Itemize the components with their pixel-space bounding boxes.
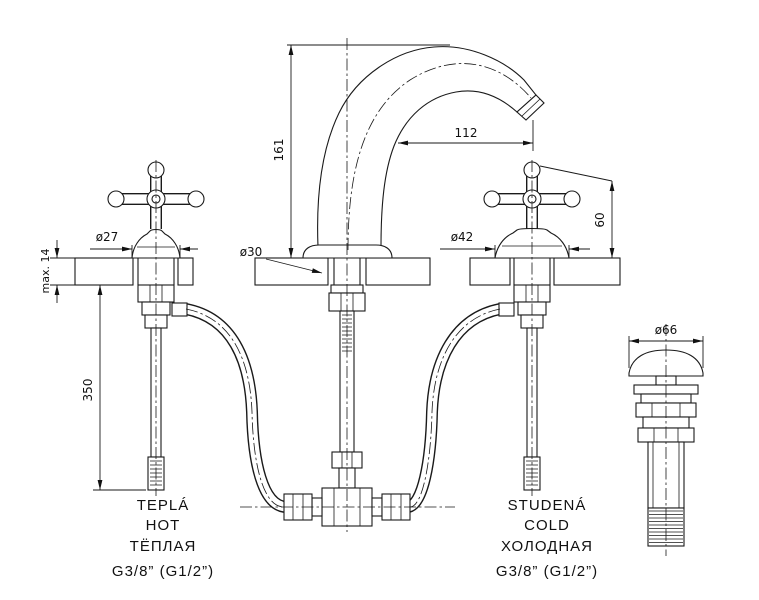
product-labels: TEPLÁ HOT ТЁПЛАЯ G3/8” (G1/2”) STUDENÁ C… (112, 497, 598, 580)
cold-label-ru: ХОЛОДНАЯ (501, 538, 593, 555)
dim-60-extension-top (539, 165, 613, 182)
drain-cap (628, 349, 704, 377)
spout-curve-centerline (347, 63, 532, 251)
dim-spout-height: 161 (272, 139, 286, 162)
drain-body-walls (652, 442, 680, 508)
mounting-nut-facets (340, 293, 354, 311)
spout-body (317, 46, 537, 248)
deck-piece (553, 257, 621, 286)
lower-nut-facets (341, 452, 353, 468)
cold-handle (483, 161, 581, 259)
hot-thread-label: G3/8” (G1/2”) (112, 563, 214, 580)
dim-cold-escutcheon-dia: ø42 (451, 230, 474, 244)
dim-supply-length: 350 (81, 379, 95, 402)
hot-label-ru: ТЁПЛАЯ (130, 538, 197, 555)
countertop-section (74, 257, 621, 286)
hot-handle-ball-right (187, 190, 205, 208)
cold-pipe-centerline (409, 308, 501, 508)
hot-pipe-centerline (185, 308, 285, 508)
deck-piece (469, 257, 511, 286)
cold-valve-outlet (498, 302, 515, 317)
hot-valve (137, 284, 188, 491)
spout-base-flange (302, 244, 393, 259)
deck-piece (74, 257, 134, 286)
centerlines (155, 38, 667, 556)
cold-label-en: COLD (524, 517, 570, 534)
cold-thread-label: G3/8” (G1/2”) (496, 563, 598, 580)
hot-valve-nut-facets (149, 285, 163, 302)
cold-label-cs: STUDENÁ (508, 497, 587, 514)
hot-valve-outlet (171, 302, 188, 317)
spout (302, 46, 545, 259)
dim-hot-escutcheon-dia: ø27 (96, 230, 119, 244)
cold-handle-ball-right (563, 190, 581, 208)
aerator-face-line (521, 98, 541, 117)
drain-nut-2-facets (653, 428, 679, 442)
dimensions: 161 112 ø27 ø42 60 max. 14 350 (39, 44, 704, 491)
cold-handle-ball-left (483, 190, 501, 208)
dim-30-leader (265, 258, 323, 274)
cold-valve (498, 284, 551, 491)
drain-nut-1-facets (651, 403, 681, 417)
through-deck-bodies (137, 258, 551, 285)
cold-valve-nut-facets (525, 285, 539, 302)
hot-handle-ball-left (107, 190, 125, 208)
hot-label-en: HOT (146, 517, 181, 534)
dim-spout-reach: 112 (455, 126, 478, 140)
dim-handle-height: 60 (593, 212, 607, 227)
dim-deck-hole-dia: ø30 (240, 245, 263, 259)
deck-piece (365, 257, 431, 286)
deck-piece (177, 257, 194, 286)
hot-supply-pipe-inner (184, 304, 288, 512)
hot-label-cs: TEPLÁ (137, 497, 190, 514)
dim-drain-cap-dia: ø66 (655, 323, 678, 337)
dim-deck-thickness: max. 14 (39, 249, 52, 294)
